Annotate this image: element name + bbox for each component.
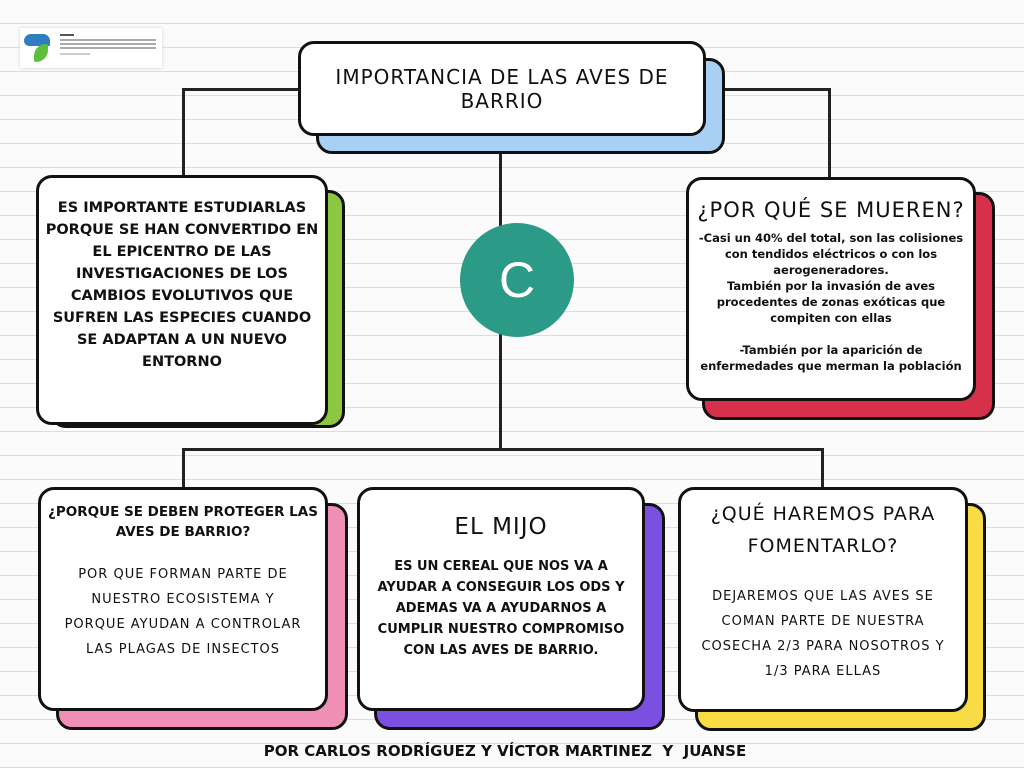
bottom-right-heading: ¿QUÉ HAREMOS PARA FOMENTARLO? bbox=[710, 503, 936, 557]
thumbnail-card bbox=[20, 28, 162, 68]
bottom-left-box: ¿PORQUE SE DEBEN PROTEGER LAS AVES DE BA… bbox=[38, 487, 328, 711]
thumbnail-text-lines bbox=[60, 34, 156, 55]
right-box-p1: -Casi un 40% del total, son las colision… bbox=[698, 231, 964, 277]
connector bbox=[182, 88, 185, 178]
connector bbox=[828, 88, 831, 180]
left-box: ES IMPORTANTE ESTUDIARLAS PORQUE SE HAN … bbox=[36, 175, 328, 425]
title-box: IMPORTANCIA DE LAS AVES DE BARRIO bbox=[298, 41, 706, 136]
avatar-circle: C bbox=[460, 223, 574, 337]
connector bbox=[182, 88, 300, 91]
bottom-left-text: POR QUE FORMAN PARTE DE NUESTRO ECOSISTE… bbox=[64, 567, 302, 657]
bottom-mid-text: ES UN CEREAL QUE NOS VA A AYUDAR A CONSE… bbox=[377, 559, 625, 658]
right-box-heading: ¿POR QUÉ SE MUEREN? bbox=[697, 198, 965, 222]
bottom-mid-heading: EL MIJO bbox=[454, 514, 548, 540]
page-title: IMPORTANCIA DE LAS AVES DE BARRIO bbox=[335, 64, 669, 113]
avatar-letter: C bbox=[498, 252, 536, 308]
bird-logo-icon bbox=[24, 32, 52, 62]
connector bbox=[182, 448, 824, 451]
right-box-p2: También por la invasión de aves proceden… bbox=[716, 279, 946, 325]
right-box: ¿POR QUÉ SE MUEREN? -Casi un 40% del tot… bbox=[686, 177, 976, 401]
bottom-mid-box: EL MIJO ES UN CEREAL QUE NOS VA A AYUDAR… bbox=[357, 487, 645, 711]
connector bbox=[821, 448, 824, 488]
connector bbox=[704, 88, 830, 91]
bottom-left-heading: ¿PORQUE SE DEBEN PROTEGER LAS AVES DE BA… bbox=[48, 504, 318, 540]
right-box-p3: -También por la aparición de enfermedade… bbox=[700, 343, 962, 373]
connector bbox=[182, 448, 185, 488]
left-box-text: ES IMPORTANTE ESTUDIARLAS PORQUE SE HAN … bbox=[45, 200, 319, 370]
bottom-right-box: ¿QUÉ HAREMOS PARA FOMENTARLO? DEJAREMOS … bbox=[678, 487, 968, 712]
bottom-right-text: DEJAREMOS QUE LAS AVES SE COMAN PARTE DE… bbox=[701, 589, 945, 679]
footer-credits: POR CARLOS RODRÍGUEZ Y VÍCTOR MARTINEZ Y… bbox=[263, 742, 747, 760]
